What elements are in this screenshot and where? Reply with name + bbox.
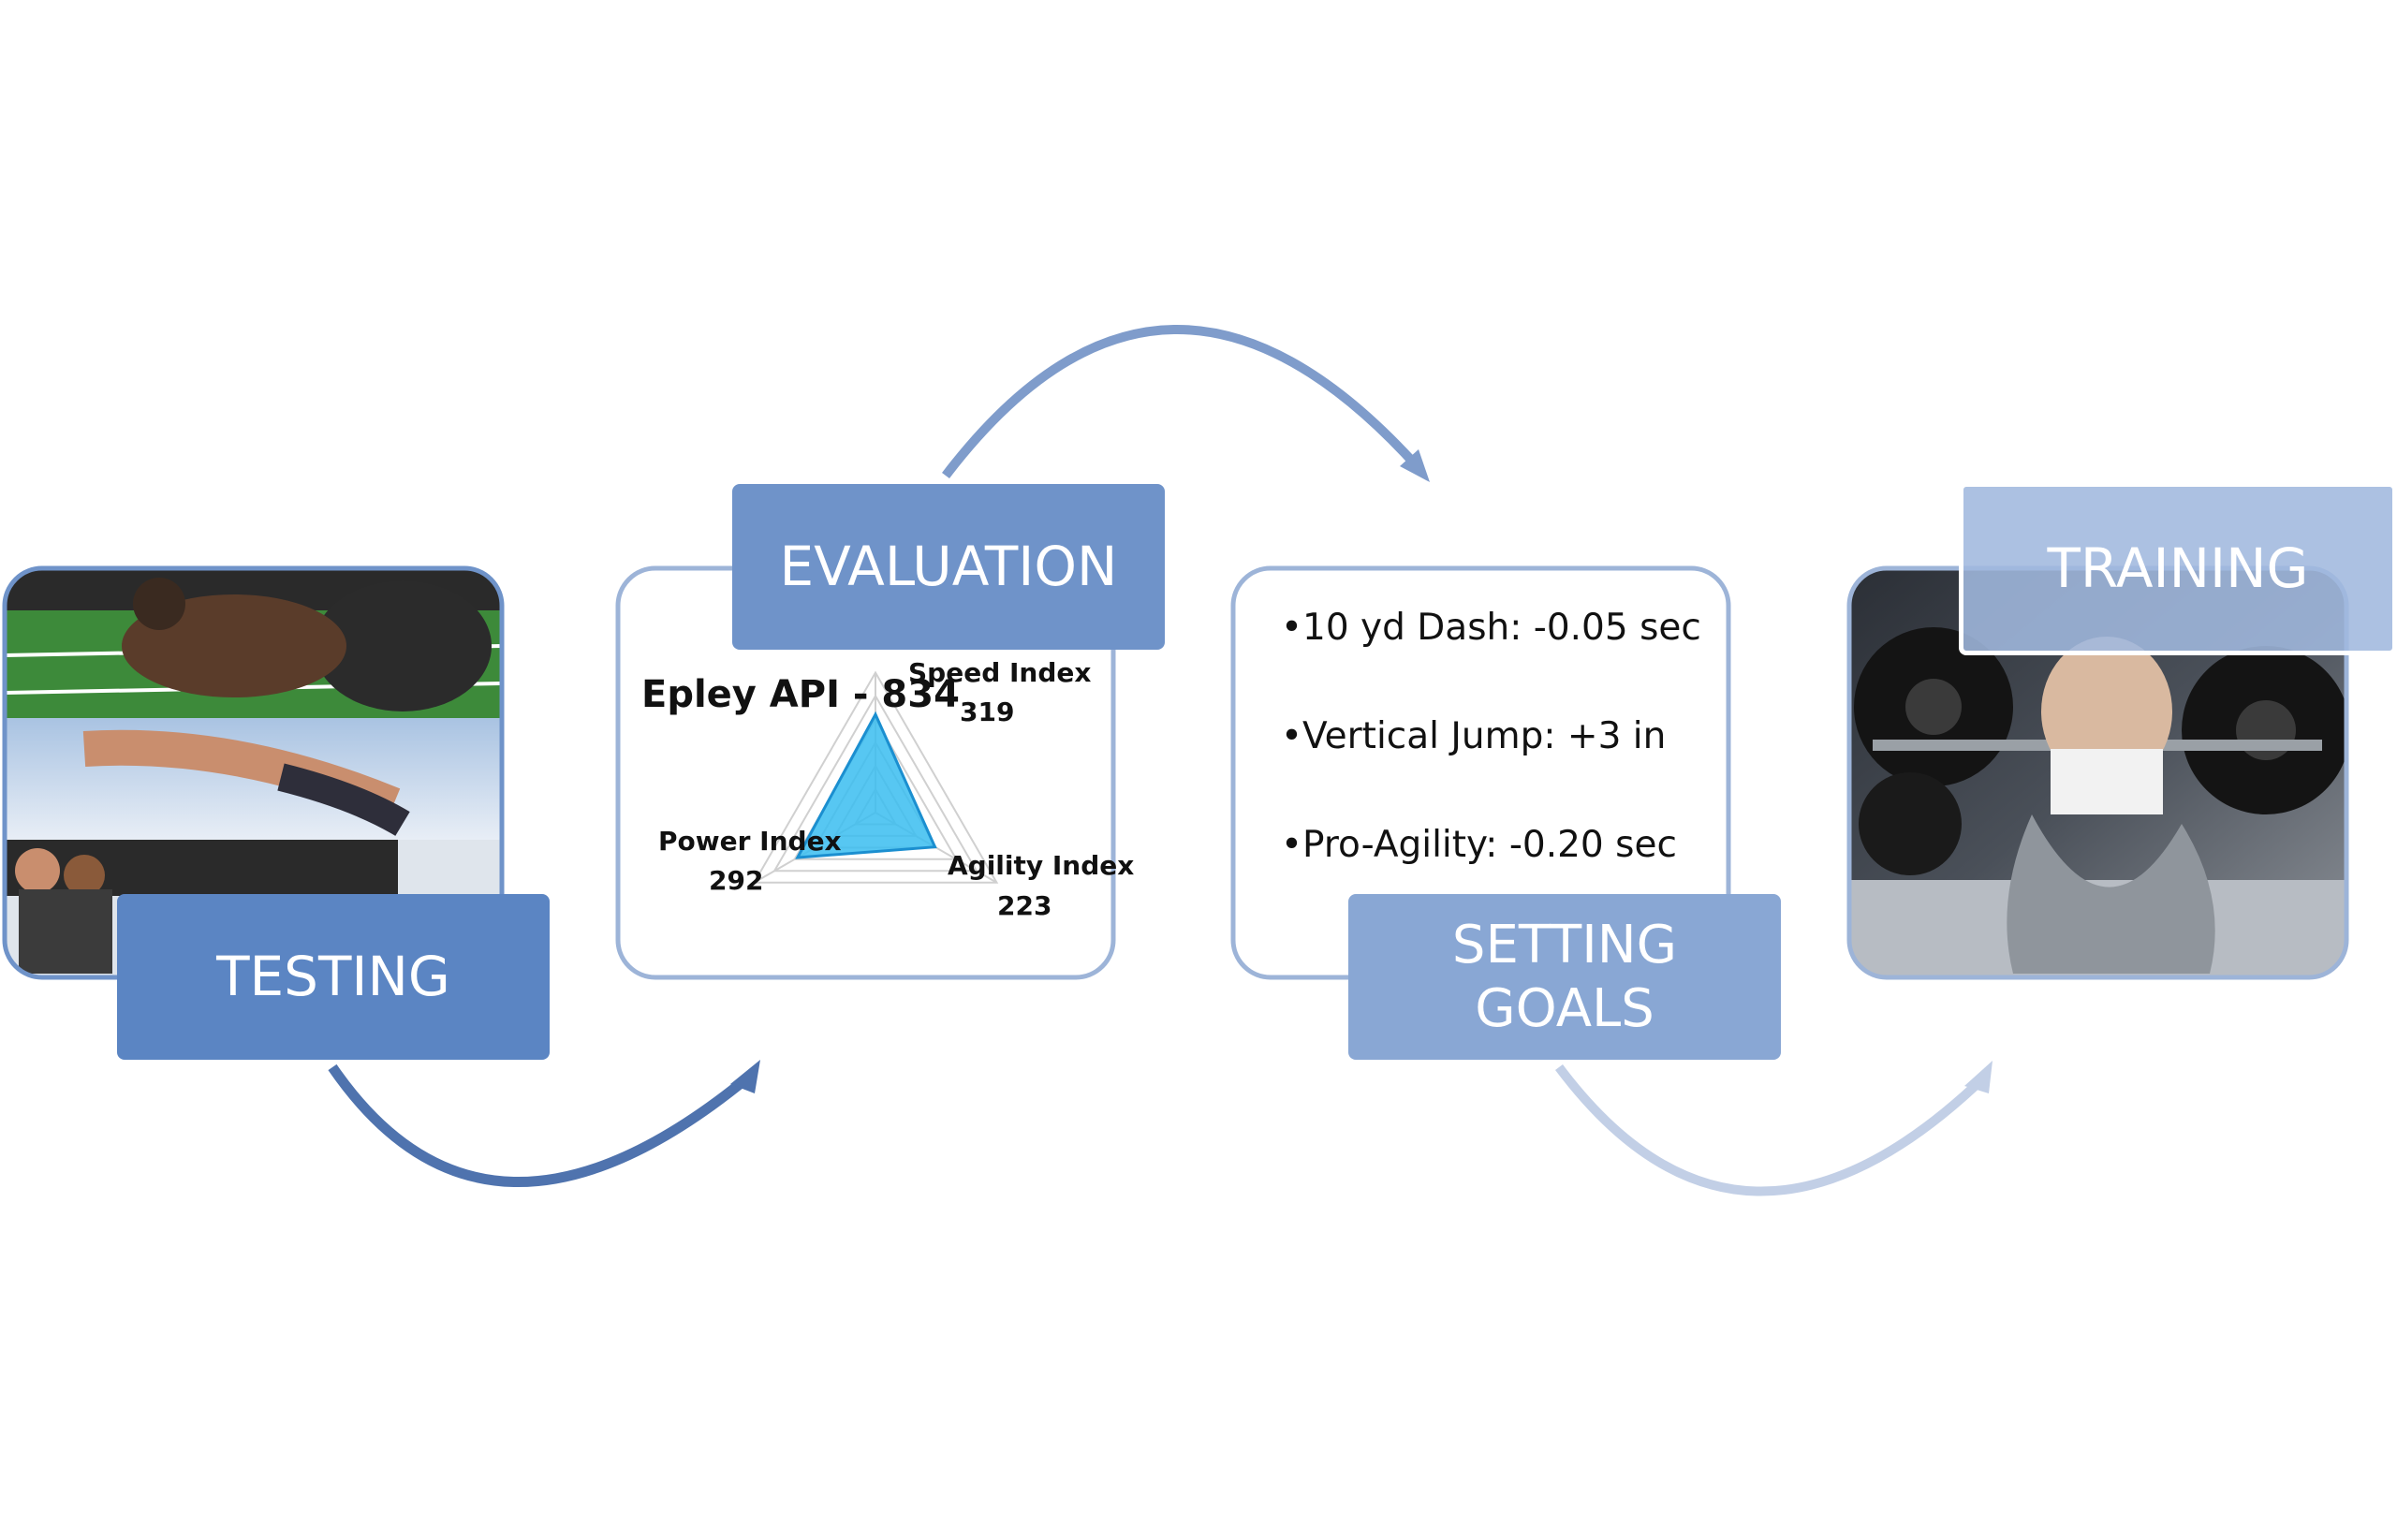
arrow-testing-to-evaluation xyxy=(328,1063,753,1188)
agility-index-value: 223 xyxy=(997,890,1051,921)
arrowhead-icon xyxy=(1400,449,1430,482)
radar-title: Epley API - 834 xyxy=(641,673,960,716)
setting-goals-label-line2: GOALS xyxy=(1475,977,1654,1039)
arrowhead-icon xyxy=(1964,1061,1993,1093)
power-index-label: Power Index xyxy=(658,826,842,857)
goal-item-pro-agility: •Pro-Agility: -0.20 sec xyxy=(1281,824,1677,866)
power-index-value: 292 xyxy=(709,865,763,896)
radar-chart: Epley API - 834 Speed Index 319 Agility … xyxy=(641,657,1134,921)
evaluation-label-text: EVALUATION xyxy=(779,534,1118,598)
radar-grid-ring xyxy=(772,694,978,873)
evaluation-label: EVALUATION xyxy=(732,484,1165,650)
goal-item-vertical-jump: •Vertical Jump: +3 in xyxy=(1281,715,1667,757)
speed-index-label: Speed Index xyxy=(908,657,1091,688)
arrow-goals-to-training xyxy=(1555,1063,1989,1196)
testing-label-text: TESTING xyxy=(216,944,450,1008)
speed-index-value: 319 xyxy=(960,697,1014,727)
setting-goals-label-line1: SETTING xyxy=(1451,915,1678,976)
setting-goals-label: SETTING GOALS xyxy=(1348,894,1781,1060)
arrowhead-icon xyxy=(730,1060,760,1093)
arrow-evaluation-to-goals xyxy=(942,325,1422,479)
training-label: TRAINING xyxy=(1959,482,2397,655)
testing-label: TESTING xyxy=(117,894,550,1060)
training-label-text: TRAINING xyxy=(2047,535,2309,600)
agility-index-label: Agility Index xyxy=(948,850,1134,881)
radar-grid-ring xyxy=(752,670,999,884)
goal-item-10yd-dash: •10 yd Dash: -0.05 sec xyxy=(1281,607,1701,649)
radar-data-polygon xyxy=(795,711,937,859)
